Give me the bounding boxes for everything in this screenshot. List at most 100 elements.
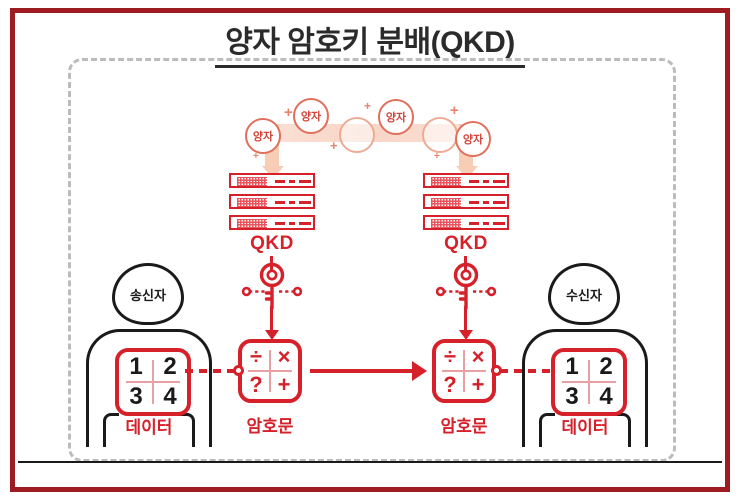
- qkd-rack-right-unit-2: [423, 194, 509, 209]
- photon-plus-2: +: [364, 99, 372, 113]
- key-to-cipher-line-right: [464, 306, 467, 332]
- cipher-left-cell-0: ÷: [249, 344, 263, 369]
- receiver-data-box: 1 2 3 4: [551, 348, 627, 416]
- qkd-rack-right-unit-1: [423, 173, 509, 188]
- cipher-transfer-arrow-line: [310, 369, 414, 373]
- cipher-transfer-arrow-head: [412, 361, 427, 381]
- receiver-data-cell-2: 3: [565, 383, 579, 410]
- photon-node-0-label: 양자: [252, 131, 274, 143]
- receiver-data-cell-3: 4: [599, 383, 613, 410]
- qkd-rack-left-unit-3: [229, 215, 315, 230]
- outer-border-frame: [10, 8, 730, 492]
- rack-led: [493, 180, 505, 183]
- rack-grid-pattern: [431, 219, 461, 228]
- rack-led: [299, 222, 311, 225]
- photon-node-2: [339, 117, 375, 153]
- key-to-cipher-arrowhead-left: [264, 330, 279, 340]
- receiver-arm-right: [615, 413, 631, 447]
- qkd-rack-left-label: QKD: [250, 233, 294, 254]
- rack-led: [299, 180, 311, 183]
- sender-arm-right: [179, 413, 195, 447]
- photon-plus-1: +: [330, 138, 338, 153]
- qkd-rack-left-unit-1: [229, 173, 315, 188]
- key-to-cipher-line-left: [270, 306, 273, 332]
- cipher-right-cell-0: ÷: [443, 344, 457, 369]
- receiver-data-label: 데이터: [561, 418, 609, 437]
- sender-data-cell-0: 1: [129, 353, 143, 380]
- photon-node-1-label: 양자: [300, 111, 322, 123]
- cipher-divider-horizontal: [248, 370, 292, 372]
- page-title-text: 양자 암호키 분배(QKD): [215, 26, 525, 68]
- rack-led: [275, 201, 285, 204]
- cipher-right-cell-2: ?: [443, 372, 457, 397]
- rack-led: [493, 222, 505, 225]
- sender-arm-left: [103, 413, 119, 447]
- photon-node-5-label: 양자: [462, 134, 484, 146]
- rack-led: [299, 201, 311, 204]
- rack-led: [469, 180, 479, 183]
- rack-led: [469, 201, 479, 204]
- cipher-left-cell-3: +: [277, 372, 291, 397]
- cipher-left-connector-dot: [233, 365, 244, 376]
- sender-head: 송신자: [112, 263, 184, 325]
- sender-body: 1 2 3 4: [86, 329, 212, 447]
- rack-grid-pattern: [237, 219, 267, 228]
- receiver-head: 수신자: [548, 263, 620, 325]
- key-to-cipher-arrowhead-right: [458, 330, 473, 340]
- cipher-divider-horizontal: [442, 370, 486, 372]
- qkd-rack-right: QKD: [423, 173, 509, 254]
- sender-figure: 송신자 1 2 3 4 데이터: [78, 263, 228, 453]
- qkd-rack-right-unit-3: [423, 215, 509, 230]
- dashed-inner-frame: [68, 58, 676, 462]
- rack-led: [289, 180, 295, 183]
- rack-led: [469, 222, 479, 225]
- photon-node-3: 양자: [378, 99, 414, 135]
- sender-head-label: 송신자: [130, 287, 166, 303]
- rack-grid-pattern: [431, 198, 461, 207]
- photon-plus-4: +: [253, 151, 259, 162]
- data-divider-horizontal: [562, 381, 616, 383]
- rack-led: [289, 222, 295, 225]
- cipher-left-cell-1: ×: [277, 344, 291, 369]
- receiver-data-cell-0: 1: [565, 353, 579, 380]
- rack-led: [483, 201, 489, 204]
- rack-grid-pattern: [237, 198, 267, 207]
- sender-to-cipher-dotted-link: [185, 369, 240, 373]
- sender-data-cell-3: 4: [163, 383, 177, 410]
- cipher-right-label: 암호문: [440, 417, 488, 436]
- key-icon-right: [435, 262, 497, 316]
- photon-plus-5: +: [434, 151, 440, 162]
- receiver-head-label: 수신자: [566, 287, 602, 303]
- cipher-to-receiver-dotted-link: [500, 369, 555, 373]
- rack-led: [493, 201, 505, 204]
- rack-led: [275, 180, 285, 183]
- receiver-arm-left: [539, 413, 555, 447]
- photon-plus-3: +: [450, 102, 459, 119]
- receiver-data-cell-1: 2: [599, 353, 613, 380]
- key-icon-left: [241, 262, 303, 316]
- data-divider-horizontal: [126, 381, 180, 383]
- cipher-left-cell-2: ?: [249, 372, 263, 397]
- photon-plus-0: +: [284, 104, 293, 121]
- qkd-rack-left: QKD: [229, 173, 315, 254]
- cipher-left-label: 암호문: [246, 417, 294, 436]
- rack-grid-pattern: [237, 177, 267, 186]
- photon-node-0: 양자: [245, 118, 281, 154]
- cipher-box-left: ÷ × ? +: [238, 339, 302, 403]
- receiver-figure: 수신자 1 2 3 4 데이터: [514, 263, 664, 453]
- photon-node-3-label: 양자: [385, 112, 407, 124]
- photon-node-4: [422, 117, 458, 153]
- receiver-body: 1 2 3 4: [522, 329, 648, 447]
- qkd-rack-left-unit-2: [229, 194, 315, 209]
- page-title: 양자 암호키 분배(QKD): [0, 26, 740, 68]
- sender-data-box: 1 2 3 4: [115, 348, 191, 416]
- sender-data-cell-1: 2: [163, 353, 177, 380]
- cipher-right-cell-1: ×: [471, 344, 485, 369]
- rack-grid-pattern: [431, 177, 461, 186]
- rack-led: [275, 222, 285, 225]
- sender-data-label: 데이터: [125, 418, 173, 437]
- cipher-box-right: ÷ × ? +: [432, 339, 496, 403]
- qkd-rack-right-label: QKD: [444, 233, 488, 254]
- rack-led: [483, 222, 489, 225]
